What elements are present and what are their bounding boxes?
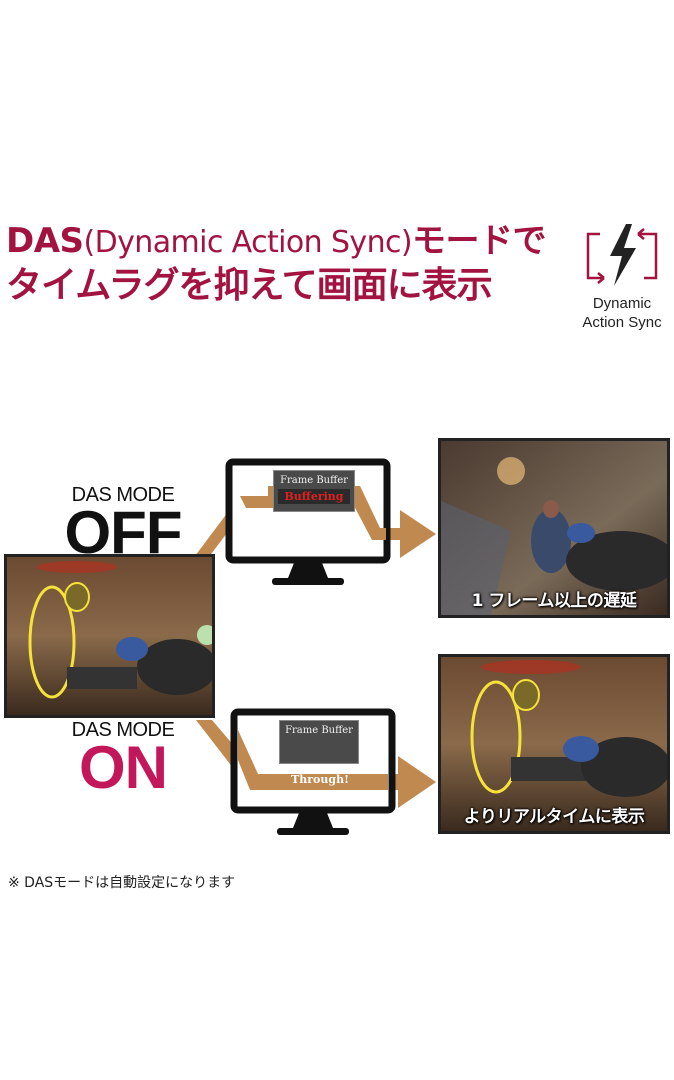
game-scene-realtime-image <box>441 657 667 831</box>
headline-das-expansion: (Dynamic Action Sync) <box>83 225 413 260</box>
game-scene-image <box>7 557 212 715</box>
dynamic-action-sync-logo: Dynamic Action Sync <box>572 220 672 340</box>
caption-realtime: よりリアルタイムに表示 <box>463 807 645 827</box>
das-mode-on-small: DAS MODE <box>71 719 175 741</box>
das-mode-on-label: DAS MODE ON <box>58 719 188 801</box>
game-screenshot-on: よりリアルタイムに表示 <box>438 654 670 834</box>
headline-line-2: タイムラグを抑えて画面に表示 <box>6 265 493 307</box>
game-screenshot-source <box>4 554 215 718</box>
das-mode-off-label: DAS MODE OFF <box>58 484 188 566</box>
game-screenshot-off: 1 フレーム以上の遅延 <box>438 438 670 618</box>
lightning-bolt-in-frame-icon <box>586 224 658 286</box>
buffering-status: Buffering <box>278 489 350 504</box>
through-status: Through! <box>291 773 349 786</box>
frame-buffer-on-title: Frame Buffer <box>285 725 353 736</box>
das-mode-on-big: ON <box>79 734 168 801</box>
frame-buffer-off-title: Frame Buffer <box>280 475 348 486</box>
headline-line-1: DAS(Dynamic Action Sync)モードで <box>6 221 576 261</box>
headline-mode-suffix: モードで <box>411 221 547 261</box>
das-mode-off-big: OFF <box>64 499 183 566</box>
headline-das: DAS <box>6 221 84 261</box>
footnote: ※ DASモードは自動設定になります <box>8 875 236 891</box>
das-diagram: DAS MODE OFF DAS MODE ON Frame Buffer Bu… <box>0 430 674 850</box>
on-arrow-inside-monitor <box>238 730 388 790</box>
logo-text-line-2: Action Sync <box>582 314 662 331</box>
frame-buffer-off: Frame Buffer Buffering <box>273 470 355 512</box>
caption-delay: 1 フレーム以上の遅延 <box>471 591 637 611</box>
game-scene-delayed-image <box>441 441 667 615</box>
das-mode-off-small: DAS MODE <box>71 484 175 506</box>
headline: DAS(Dynamic Action Sync)モードで タイムラグを抑えて画面… <box>6 221 576 307</box>
frame-buffer-on: Frame Buffer <box>279 720 359 764</box>
logo-text-line-1: Dynamic <box>592 295 652 312</box>
